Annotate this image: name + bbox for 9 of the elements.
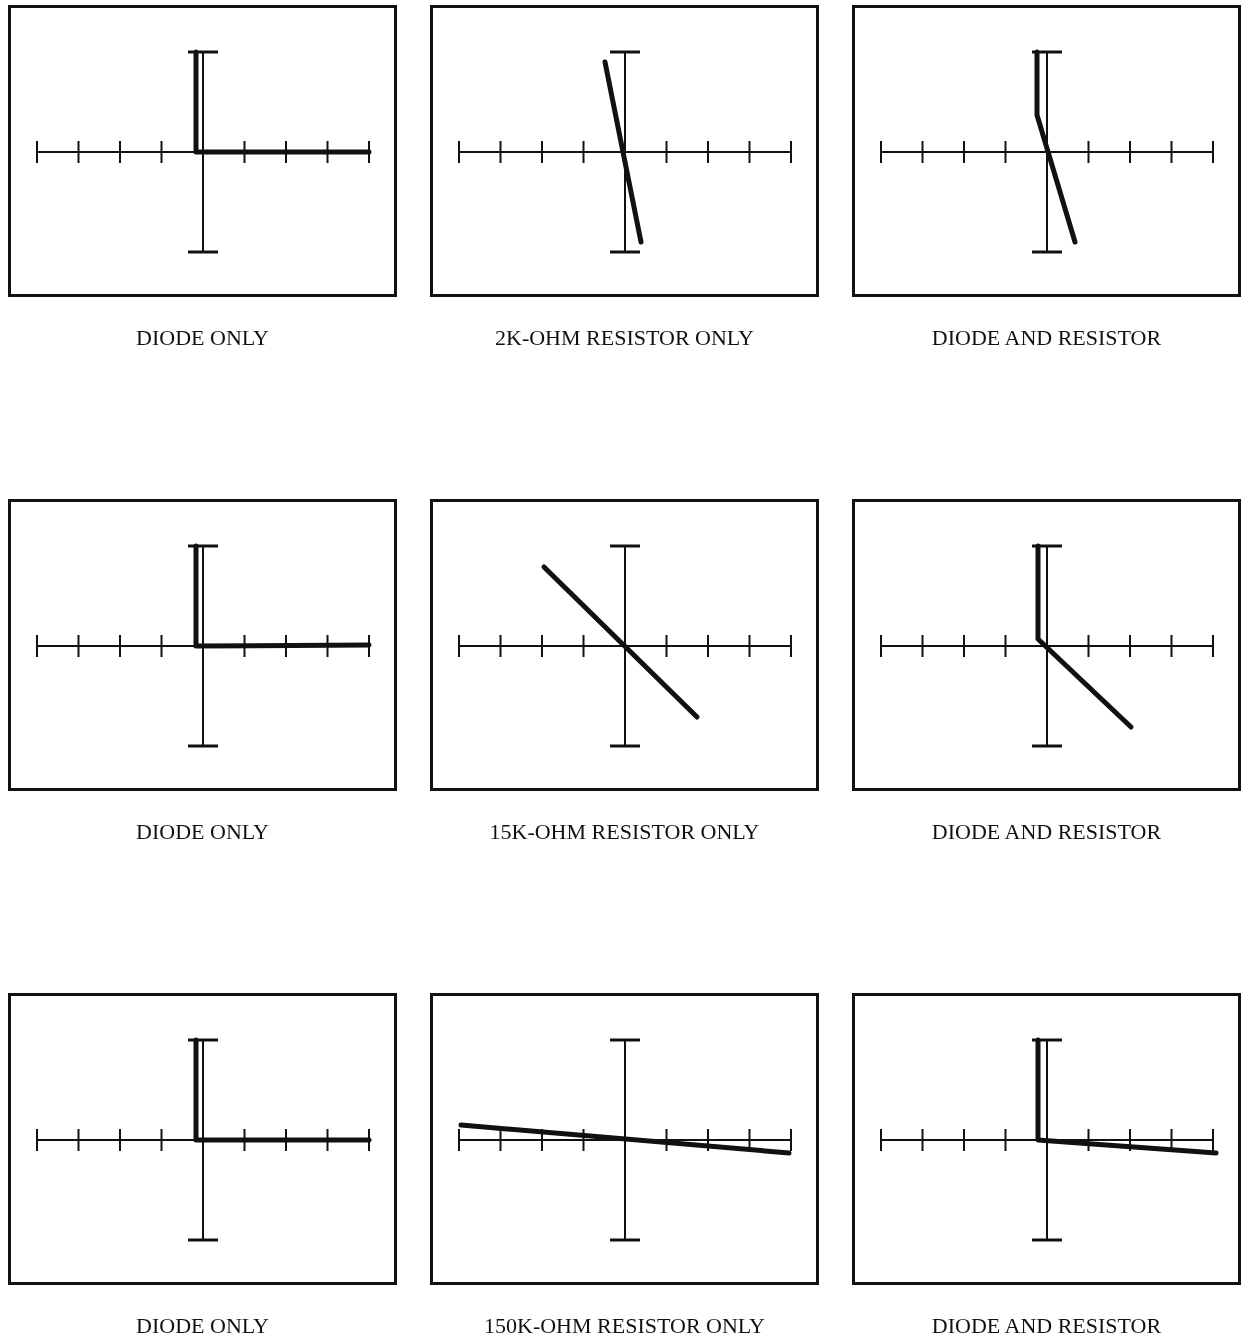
panel-caption: 2K-OHM RESISTOR ONLY [495,327,754,349]
panel-caption: DIODE AND RESISTOR [931,327,1162,349]
panel-caption: DIODE ONLY [136,1315,269,1337]
panel-caption: 15K-OHM RESISTOR ONLY [489,821,760,843]
panel-caption: DIODE AND RESISTOR [931,821,1162,843]
panel-caption: 150K-OHM RESISTOR ONLY [484,1315,765,1337]
panel-caption: DIODE ONLY [136,821,269,843]
panel-caption: DIODE ONLY [136,327,269,349]
panel-caption: DIODE AND RESISTOR [931,1315,1162,1337]
